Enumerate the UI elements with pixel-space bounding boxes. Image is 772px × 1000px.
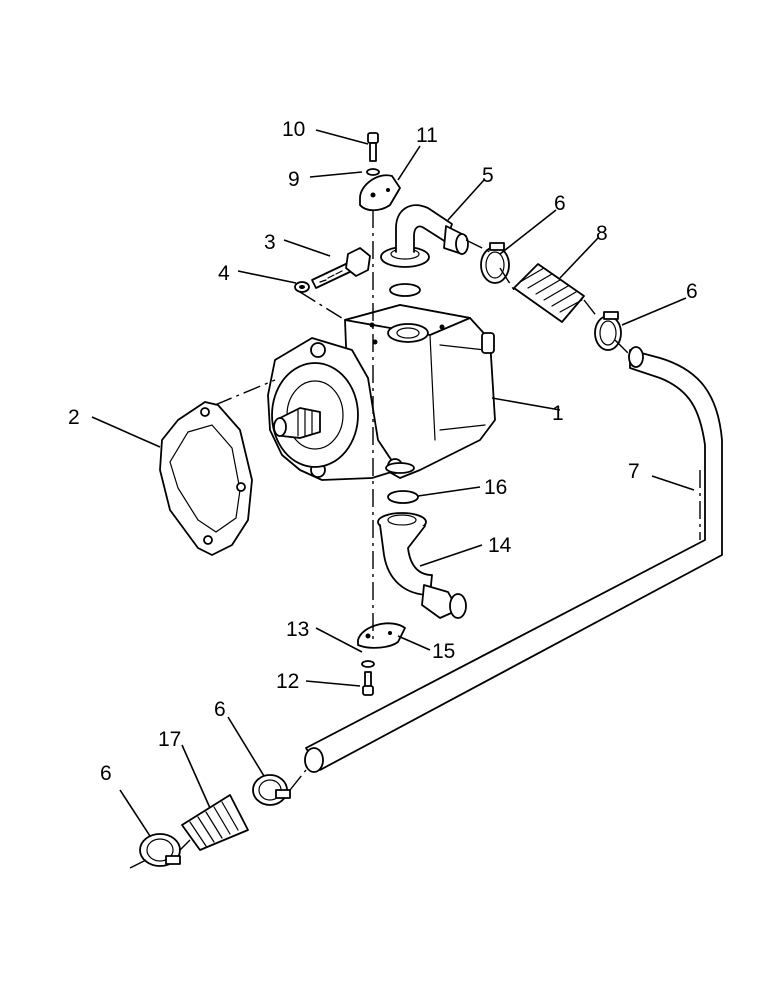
bottom-split-flange-clamp: [357, 622, 406, 649]
flange-gasket: [159, 401, 253, 556]
top-lock-washer: [366, 168, 380, 176]
hose-sleeve-upper: [513, 263, 585, 323]
callout-10: 10: [282, 118, 305, 141]
callout-15: 15: [432, 640, 455, 663]
upper-o-ring: [389, 283, 421, 297]
flange-washer: [294, 281, 310, 293]
hose-clamp-lower-right: [252, 774, 291, 806]
callout-7: 7: [628, 460, 640, 483]
callout-6-lower-right: 6: [214, 698, 226, 721]
callout-17: 17: [158, 728, 181, 751]
outlet-elbow: [380, 204, 469, 268]
hose-clamp-upper-left: [480, 242, 510, 284]
callout-labels: 10 11 9 5 6 8 3 4 6 2 1 7 16 14 13 15 12…: [68, 118, 698, 785]
inlet-elbow: [377, 512, 467, 619]
callout-6-upper-right: 6: [686, 280, 698, 303]
flange-bolt: [311, 247, 371, 289]
leader-lines: [91, 129, 695, 837]
hose-sleeve-lower: [181, 794, 249, 851]
callout-3: 3: [264, 231, 276, 254]
callout-1: 1: [552, 402, 564, 425]
callout-12: 12: [276, 670, 299, 693]
callout-6-upper-left: 6: [554, 192, 566, 215]
bottom-lock-washer: [361, 660, 375, 668]
suction-tube: [304, 346, 723, 773]
lower-o-ring-16: [387, 490, 419, 504]
callout-5: 5: [482, 164, 494, 187]
pump-body: [267, 304, 496, 481]
hose-clamp-lower-left: [139, 833, 181, 867]
callout-8: 8: [596, 222, 608, 245]
callout-11: 11: [416, 124, 438, 147]
callout-6-lower-left: 6: [100, 762, 112, 785]
bottom-clamp-bolt: [362, 671, 374, 696]
hose-clamp-upper-right: [594, 311, 622, 351]
callout-2: 2: [68, 406, 80, 429]
callout-9: 9: [288, 168, 300, 191]
callout-16: 16: [484, 476, 507, 499]
alignment-lines: [129, 210, 701, 869]
callout-4: 4: [218, 262, 230, 285]
top-clamp-bolt: [367, 132, 379, 162]
top-split-flange-clamp: [359, 174, 401, 212]
callout-13: 13: [286, 618, 309, 641]
callout-14: 14: [488, 534, 512, 557]
